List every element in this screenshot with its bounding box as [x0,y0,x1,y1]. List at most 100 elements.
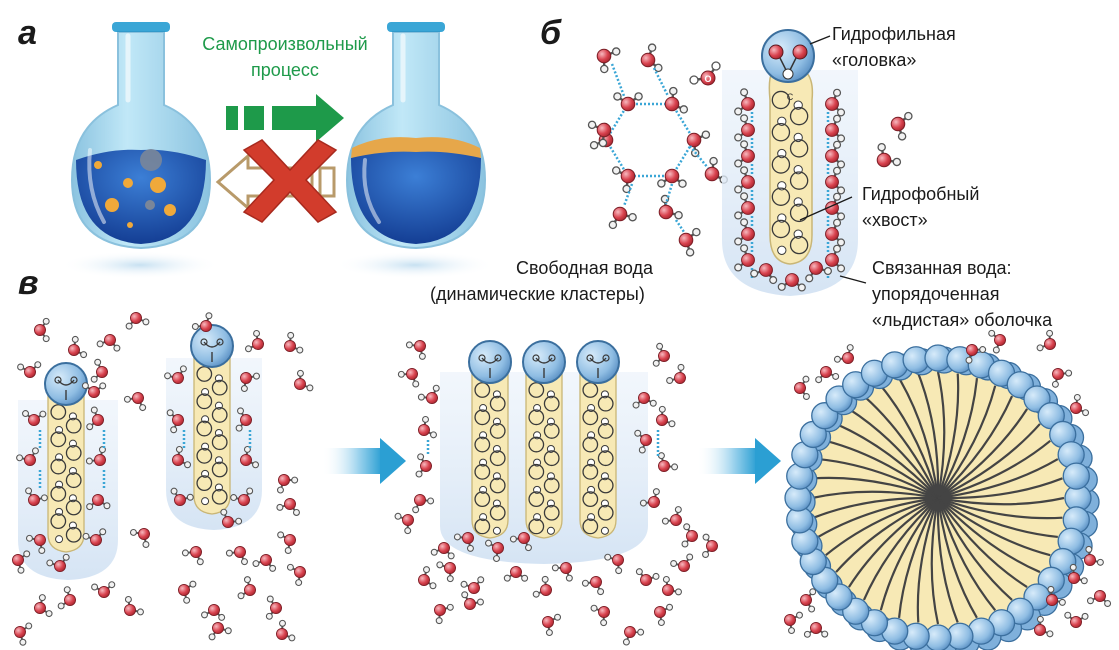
water-molecule [658,194,683,220]
transition-arrow-2 [697,438,781,484]
water-molecule [17,361,42,378]
water-molecule [825,140,846,169]
water-molecule [622,626,645,646]
water-molecule [1051,368,1073,388]
water-molecule [635,568,660,586]
bound-water-label-line3: «льдистая» оболочка [872,310,1053,330]
water-molecule [734,192,755,220]
water-molecule [656,405,676,428]
carbon-chain [50,404,82,544]
water-molecule [777,273,806,292]
water-molecule [418,415,437,439]
water-molecule [805,261,833,283]
water-molecule [460,576,485,594]
water-molecule [237,576,256,600]
carbon-chain [771,90,809,255]
water-molecule [825,88,846,117]
water-molecule [453,532,474,552]
water-molecule [276,619,296,642]
water-molecule [81,382,107,398]
water-molecule [417,384,440,404]
hydrophilic-label-line1: Гидрофильная [832,24,956,44]
water-molecule [611,166,636,194]
carbon-chain [582,382,614,535]
water-molecule [666,363,686,384]
water-molecule [803,622,829,638]
carbon-chain [196,366,228,506]
water-molecule [734,114,755,142]
water-molecule [57,586,76,610]
water-molecule [86,494,111,511]
micelle-water [784,329,1112,638]
water-molecule [123,392,147,412]
water-molecule [784,611,803,635]
water-molecule [702,533,718,558]
water-molecule [235,407,252,432]
panel-letter-c: в [18,264,39,302]
water-molecule [613,92,643,112]
water-molecule [551,562,573,582]
water-molecule [34,594,53,618]
water-molecule [988,329,1006,354]
water-molecule [670,553,694,572]
water-molecule [286,563,306,587]
water-molecule [794,375,810,400]
water-molecule [82,528,107,546]
water-molecule [86,406,104,431]
panel-c-scene [12,312,718,646]
water-molecule [46,553,70,572]
water-molecule [652,342,670,367]
water-molecule [276,474,299,494]
red-cross-icon [242,139,338,223]
water-molecule [640,43,663,73]
water-molecule [509,532,532,552]
water-molecule [415,453,432,478]
water-molecule [276,498,300,516]
loose-water-b [876,111,913,168]
amphiphile [44,362,88,553]
water-molecule [90,358,108,383]
bound-water-label-line1: Связанная вода: [872,258,1012,278]
water-molecule [294,369,314,392]
water-molecule [125,312,150,330]
water-molecule [22,410,47,426]
water-molecule [1068,563,1088,585]
water-molecule [825,114,846,143]
panel-letter-b: б [540,14,562,52]
water-molecule [178,580,197,604]
water-molecule [661,506,682,526]
water-molecule [825,166,846,195]
labelled-water: O [689,61,721,86]
water-molecule [1046,585,1066,606]
spontaneous-label-line1: Самопроизвольный [202,34,368,54]
water-molecule [96,334,121,352]
water-molecule [965,344,987,364]
carbon-chain [474,382,506,535]
water-molecule [265,595,282,620]
water-molecule [181,546,204,566]
water-molecule [1070,393,1090,417]
water-molecule [734,140,755,168]
free-water-label-line1: Свободная вода [516,258,653,278]
water-molecule [485,539,504,563]
water-molecule [208,622,232,641]
water-molecule [800,588,817,613]
water-molecule [734,166,755,194]
water-molecule [461,591,484,610]
water-molecule [124,595,144,616]
water-molecule [825,244,846,273]
water-molecule [244,329,264,353]
water-molecule [172,445,192,469]
water-molecule [12,550,31,574]
amphiphile [576,340,620,539]
hydrophobic-label-line2: «хвост» [862,210,928,230]
water-molecule [581,576,605,596]
leader-lines [799,35,867,284]
water-molecule [596,47,621,74]
flask-left [60,22,220,279]
water-molecule [1036,329,1056,352]
water-molecule [252,554,277,572]
spontaneous-arrow [226,94,344,142]
